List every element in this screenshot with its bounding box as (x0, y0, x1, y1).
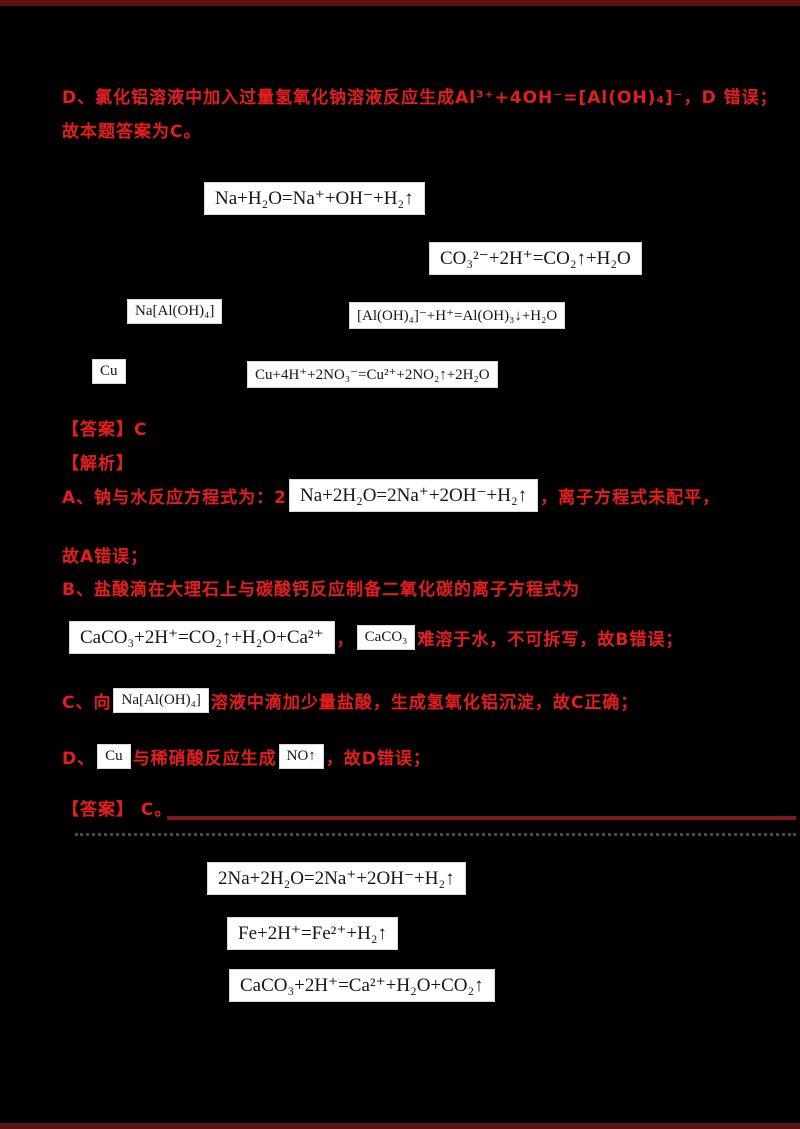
explanation-c-prefix: C、向 (62, 693, 112, 713)
explanation-c-compound: Na[Al(OH)₄] (114, 689, 208, 712)
explanation-b-formula: CaCO₃+2H⁺=CO₂↑+H₂O+Ca²⁺ (70, 622, 334, 653)
solution-conclusion-prev: 故本题答案为C。 (62, 122, 202, 142)
bottom-edge-bar (0, 1123, 800, 1129)
answer-label: 【答案】C (62, 420, 148, 440)
dashed-divider (75, 833, 796, 836)
explanation-d-suffix: ，故D错误； (325, 749, 431, 769)
explanation-b-suffix: 难溶于水，不可拆写，故B错误； (417, 630, 684, 650)
explanation-line-c: C、向 Na[Al(OH)₄] 溶液中滴加少量盐酸，生成氢氧化铝沉淀，故C正确； (62, 688, 638, 713)
explanation-b-comma: ， (336, 630, 355, 650)
explanation-d-gas: NO↑ (279, 745, 323, 768)
summary-equation-carbonate-acid: CaCO₃+2H⁺=Ca²⁺+H₂O+CO₂↑ (230, 970, 494, 1001)
top-edge-bar (0, 0, 800, 6)
explanation-line-b: CaCO₃+2H⁺=CO₂↑+H₂O+Ca²⁺ ， CaCO₃ 难溶于水，不可拆… (70, 622, 683, 653)
option-c-equation: [Al(OH)₄]⁻+H⁺=Al(OH)₃↓+H₂O (350, 303, 565, 328)
summary-equation-sodium-water: 2Na+2H₂O=2Na⁺+2OH⁻+H₂↑ (208, 863, 465, 894)
analysis-label: 【解析】 (62, 454, 134, 474)
explanation-a-formula: Na+2H₂O=2Na⁺+2OH⁻+H₂↑ (290, 480, 538, 511)
answer-underline (167, 816, 796, 820)
option-a-equation: Na+H₂O=Na⁺+OH⁻+H₂↑ (205, 183, 424, 214)
explanation-line-a: A、钠与水反应方程式为：2 Na+2H₂O=2Na⁺+2OH⁻+H₂↑ ，离子方… (62, 480, 720, 511)
summary-equation-metal-acid: Fe+2H⁺=Fe²⁺+H₂↑ (228, 918, 397, 949)
explanation-b-compound: CaCO₃ (357, 626, 415, 649)
explanation-a-suffix: ，离子方程式未配平， (540, 488, 721, 508)
option-c-reagent: Na[Al(OH)₄] (128, 300, 222, 323)
solution-line-d-prev: D、氯化铝溶液中加入过量氢氧化钠溶液反应生成Al³⁺+4OH⁻=[Al(OH)₄… (62, 88, 778, 108)
explanation-d-prefix: D、 (62, 749, 96, 769)
option-b-equation: CO₃²⁻+2H⁺=CO₂↑+H₂O (430, 243, 641, 274)
explanation-d-middle: 与稀硝酸反应生成 (132, 749, 277, 769)
explanation-a-prefix: A、钠与水反应方程式为：2 (62, 488, 287, 508)
option-d-equation: Cu+4H⁺+2NO₃⁻=Cu²⁺+2NO₂↑+2H₂O (248, 362, 497, 387)
explanation-a-conclusion: 故A错误； (62, 547, 149, 567)
explanation-c-suffix: 溶液中滴加少量盐酸，生成氢氧化铝沉淀，故C正确； (210, 693, 639, 713)
final-answer-label: 【答案】 C。 (62, 800, 173, 820)
option-d-reagent: Cu (93, 360, 125, 383)
explanation-line-d: D、 Cu 与稀硝酸反应生成 NO↑ ，故D错误； (62, 744, 431, 769)
explanation-b-text: B、盐酸滴在大理石上与碳酸钙反应制备二氧化碳的离子方程式为 (62, 580, 580, 600)
explanation-d-compound: Cu (98, 745, 130, 768)
